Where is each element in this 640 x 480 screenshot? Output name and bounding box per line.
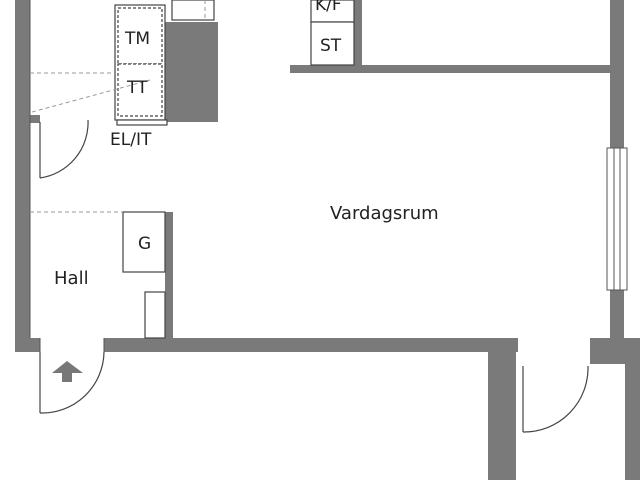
entrance-arrow-icon [52, 361, 83, 382]
wall-right-outer-top [610, 0, 624, 150]
hall-storage [122, 211, 166, 339]
wall-top-horizontal [290, 65, 615, 73]
wall-tm-block [165, 22, 218, 122]
g-cabinet [122, 211, 166, 273]
wall-st-stub [354, 0, 362, 68]
walls [15, 0, 640, 480]
wall-right-lower [625, 360, 640, 480]
label-tt: TT [126, 78, 148, 98]
doors [39, 119, 589, 433]
wall-left-outer [15, 0, 30, 352]
wall-lower-pillar [488, 338, 516, 480]
room-label-hall: Hall [54, 268, 89, 289]
hall-shelf [144, 291, 166, 339]
window-right [606, 147, 628, 291]
label-tm: TM [124, 29, 150, 49]
label-kf: K/F [315, 0, 342, 15]
wall-right-outer-mid [610, 290, 624, 350]
wall-bottom [15, 338, 40, 352]
wall-hall-closet [165, 212, 173, 340]
wall-left-stub [30, 115, 40, 123]
label-el-it: EL/IT [110, 130, 152, 150]
label-g: G [138, 234, 151, 254]
label-st: ST [320, 36, 342, 56]
room-label-living: Vardagsrum [330, 203, 439, 224]
kitchen-units [114, 0, 355, 126]
wall-bottom-main [104, 338, 518, 352]
dashed-lines [30, 0, 206, 213]
